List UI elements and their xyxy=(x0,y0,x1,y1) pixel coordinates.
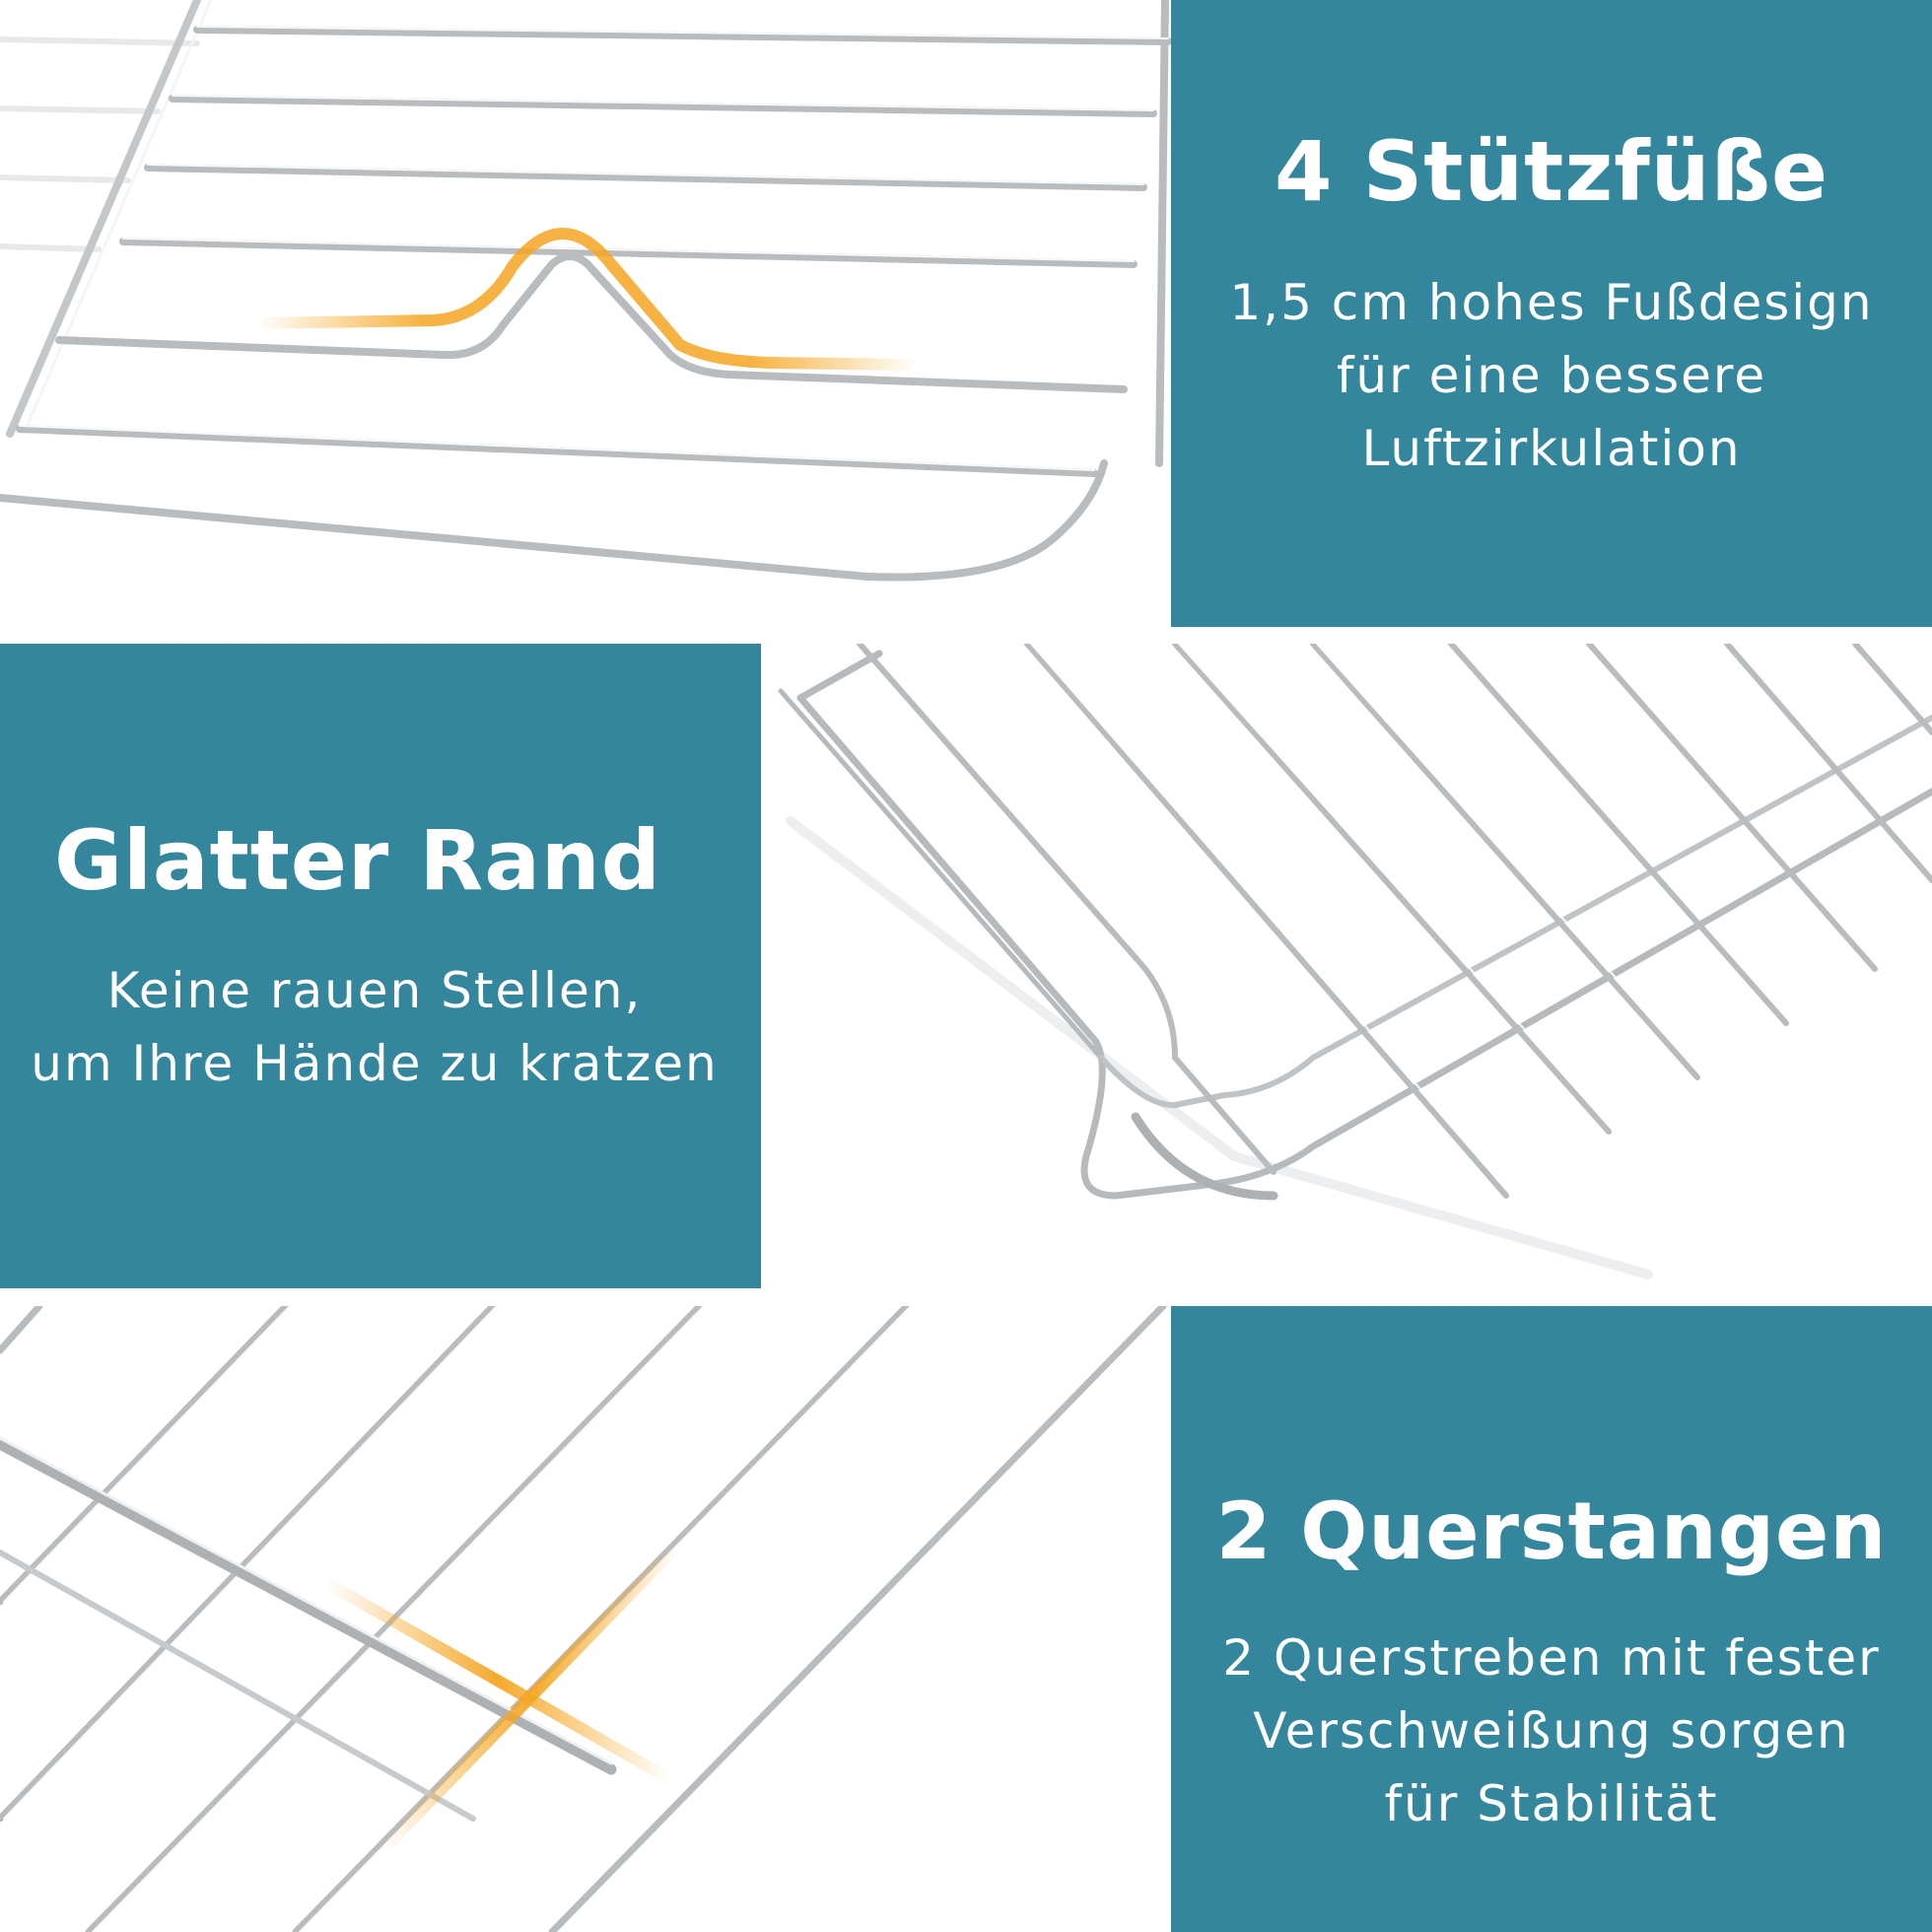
wire-rack-foot-illustration xyxy=(0,0,1171,582)
feature-description: 2 Querstreben mit fester Verschweißung s… xyxy=(1171,1622,1932,1840)
feature-title: 4 Stützfüße xyxy=(1275,123,1828,220)
description-line: 2 Querstreben mit fester xyxy=(1222,1629,1881,1687)
feature-panel-support-feet: 4 Stützfüße 1,5 cm hohes Fußdesign für e… xyxy=(1171,0,1932,627)
feature-description: Keine rauen Stellen, um Ihre Hände zu kr… xyxy=(0,954,749,1100)
description-line: um Ihre Hände zu kratzen xyxy=(31,1035,719,1092)
wire-rack-crossbar-illustration xyxy=(0,1306,1167,1932)
feature-description: 1,5 cm hohes Fußdesign für eine bessere … xyxy=(1171,266,1932,485)
feature-title: 2 Querstangen xyxy=(1215,1485,1888,1577)
description-line: für eine bessere xyxy=(1336,347,1767,404)
crossbar-photo xyxy=(0,1306,1171,1932)
description-line: 1,5 cm hohes Fußdesign xyxy=(1229,274,1874,331)
description-line: Luftzirkulation xyxy=(1361,420,1742,477)
description-line: für Stabilität xyxy=(1384,1775,1719,1832)
wire-rack-corner-illustration xyxy=(778,644,1932,1279)
feature-title: Glatter Rand xyxy=(54,812,661,909)
support-foot-photo xyxy=(0,0,1171,627)
rounded-edge-photo xyxy=(761,644,1932,1288)
feature-panel-crossbars: 2 Querstangen 2 Querstreben mit fester V… xyxy=(1171,1306,1932,1932)
description-line: Verschweißung sorgen xyxy=(1253,1702,1850,1760)
feature-panel-smooth-edge: Glatter Rand Keine rauen Stellen, um Ihr… xyxy=(0,644,761,1288)
description-line: Keine rauen Stellen, xyxy=(106,962,643,1019)
